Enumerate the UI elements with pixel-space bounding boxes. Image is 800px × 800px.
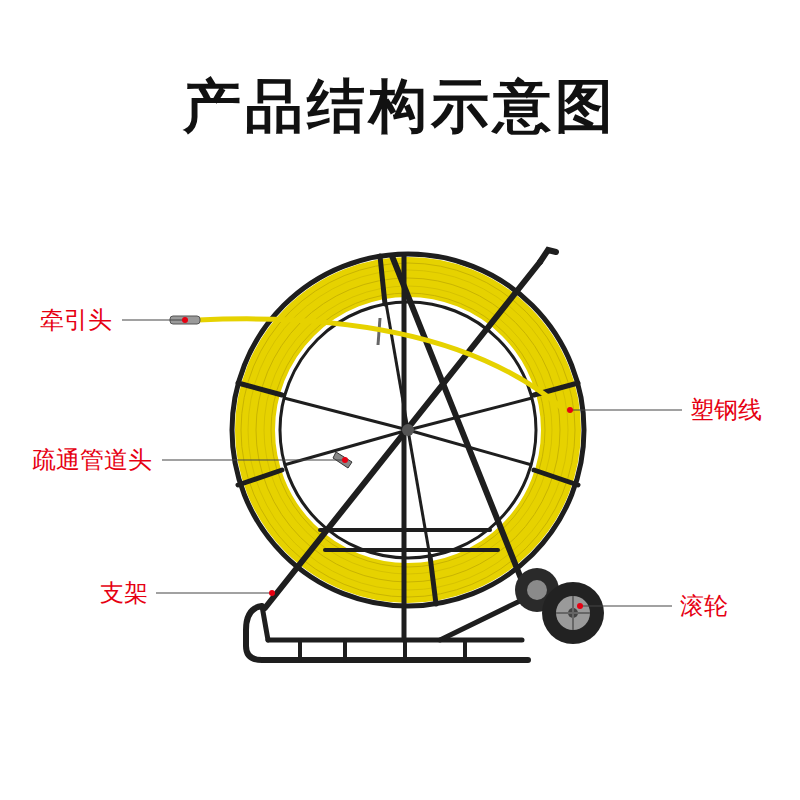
reel-hub [402, 424, 414, 436]
part-label: 滚轮 [680, 592, 728, 621]
wire-coil [241, 263, 575, 597]
free-wire [198, 319, 562, 408]
part-label: 疏通管道头 [32, 446, 152, 475]
stand-frame [265, 250, 556, 640]
part-label: 支架 [100, 579, 148, 608]
coil-brackets [238, 256, 578, 604]
leader-dots [182, 317, 583, 609]
stand-frame [246, 606, 528, 660]
leader-lines [122, 320, 682, 606]
reel-rim [232, 254, 584, 606]
part-label: 塑钢线 [690, 396, 762, 425]
part-label: 牵引头 [40, 306, 112, 335]
diagram-title: 产品结构示意图 [0, 72, 800, 142]
